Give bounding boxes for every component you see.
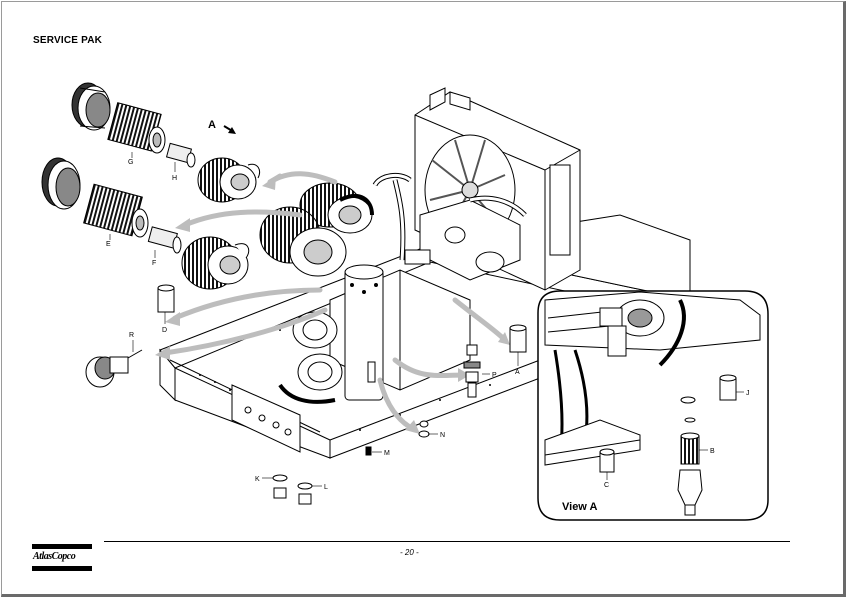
label-e: E xyxy=(106,241,111,248)
filter-c xyxy=(599,448,615,473)
filter-element-g xyxy=(107,102,166,154)
filter-cover-top xyxy=(71,82,111,131)
safety-cartridge-f xyxy=(147,226,182,254)
filter-cover-bottom xyxy=(41,157,81,210)
component-r xyxy=(85,349,143,388)
label-d: D xyxy=(162,327,167,334)
direction-label: A xyxy=(208,119,216,131)
air-filter-housing-bottom xyxy=(181,236,250,290)
label-f: F xyxy=(152,260,156,267)
engine-block xyxy=(278,172,527,404)
label-j: J xyxy=(746,390,750,397)
view-a-inset: J B C View A xyxy=(537,290,769,521)
view-a-label: View A xyxy=(562,501,598,513)
label-p: P xyxy=(492,372,497,379)
label-c: C xyxy=(604,482,609,489)
label-l: L xyxy=(324,484,328,491)
air-filter-housing-top xyxy=(197,157,261,203)
label-m: M xyxy=(384,450,390,457)
label-r: R xyxy=(129,332,134,339)
mounted-air-filters xyxy=(259,182,374,277)
label-n: N xyxy=(440,432,445,439)
footer-rule xyxy=(104,541,790,542)
label-b: B xyxy=(710,448,715,455)
label-h: H xyxy=(172,175,177,182)
leader-lines xyxy=(109,152,519,487)
atlas-copco-logo: AtlasCopco xyxy=(32,544,94,574)
view-direction-indicator: A xyxy=(208,119,236,134)
filter-element-e xyxy=(83,183,149,238)
fuel-filter-j xyxy=(719,374,737,401)
page-title: SERVICE PAK xyxy=(33,35,103,46)
label-k: K xyxy=(255,476,260,483)
oil-filter-d xyxy=(157,284,175,313)
page-number: - 20 - xyxy=(400,548,419,557)
label-a: A xyxy=(515,369,520,376)
logo-bar-top xyxy=(32,544,92,549)
safety-cartridge-h xyxy=(165,142,196,168)
water-separator-b xyxy=(677,396,703,516)
logo-bar-bottom xyxy=(32,566,92,571)
logo-text: AtlasCopco xyxy=(33,551,76,562)
label-g: G xyxy=(128,159,133,166)
part-labels: G H E F D R P A N M K L xyxy=(106,159,520,491)
